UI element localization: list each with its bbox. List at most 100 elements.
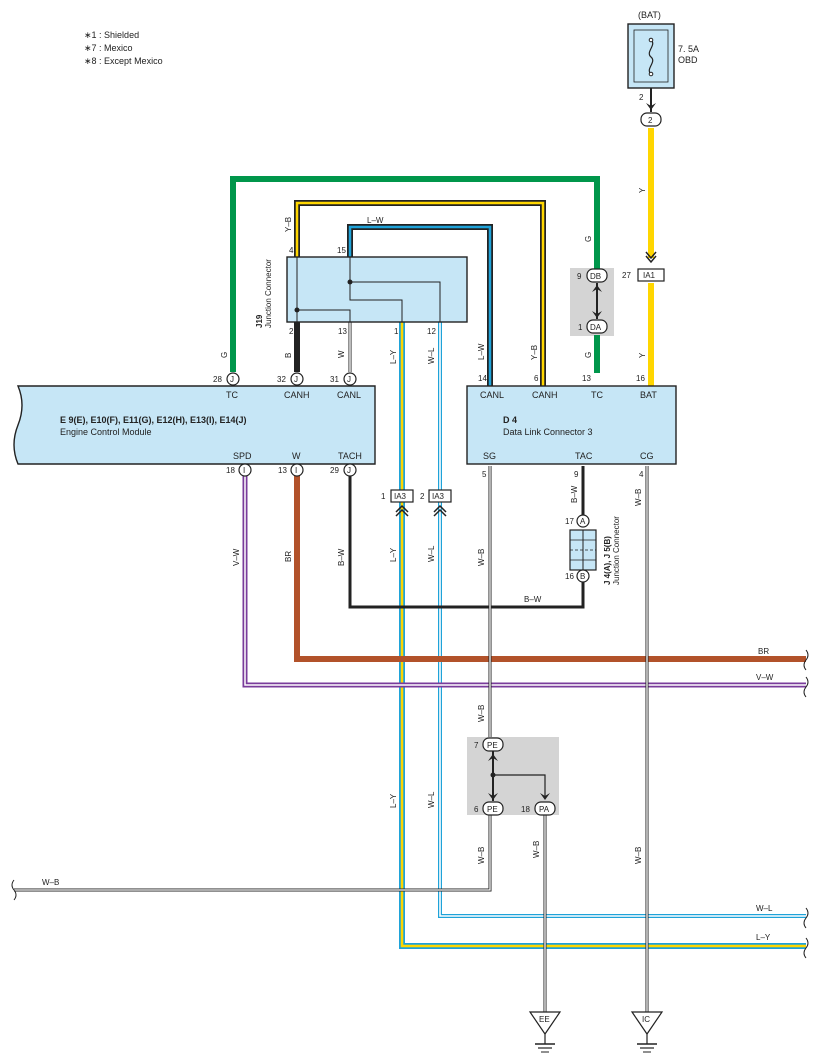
ecm-conn-canh: J xyxy=(294,375,298,384)
ecm-conn-canl: J xyxy=(347,375,351,384)
ecm-term-w: W xyxy=(292,451,301,461)
ecm-term-canl: CANL xyxy=(337,390,361,400)
ground-ee: EE xyxy=(528,1011,562,1053)
label-br-w: BR xyxy=(284,551,293,562)
label-b-canh: B xyxy=(284,353,293,358)
legend: ∗1 : Shielded ∗7 : Mexico ∗8 : Except Me… xyxy=(84,30,163,66)
label-lw-dlc: L–W xyxy=(477,343,486,360)
j19-pin-4: 4 xyxy=(289,246,294,255)
dlc-term-bat: BAT xyxy=(640,390,657,400)
ecm-pin-canh: 32 xyxy=(277,375,286,384)
engine-control-module xyxy=(13,385,376,465)
dlc-term-tac: TAC xyxy=(575,451,593,461)
dlc-pin-canh: 6 xyxy=(534,374,539,383)
fuse-source: (BAT) xyxy=(638,10,661,20)
j4-pin-16: 16 xyxy=(565,572,574,581)
dlc-term-cg: CG xyxy=(640,451,654,461)
dlc-term-sg: SG xyxy=(483,451,496,461)
label-w-canl: W xyxy=(337,350,346,358)
j19-pin-12: 12 xyxy=(427,327,436,336)
wire-labels: G G G Y Y Y–B Y–B L–W L–W B W L–Y W–L L–… xyxy=(42,187,774,942)
ecm-term-tach: TACH xyxy=(338,451,362,461)
j19-pin-15: 15 xyxy=(337,246,346,255)
bus-end-br xyxy=(803,649,809,671)
j19-name: Junction Connector xyxy=(264,259,273,328)
label-y-fuse: Y xyxy=(638,187,647,193)
wire-wb-left-outer xyxy=(14,815,492,892)
label-right-wl: W–L xyxy=(756,904,773,913)
fuse-rating: 7. 5A xyxy=(678,44,699,54)
ground-ee-label: EE xyxy=(539,1015,550,1024)
ecm-pin-w: 13 xyxy=(278,466,287,475)
ia3-2-arrow-icon xyxy=(433,504,447,517)
ecm-conn-tc: J xyxy=(230,375,234,384)
dlc-pin-bat: 16 xyxy=(636,374,645,383)
label-left-wb: W–B xyxy=(42,878,59,887)
ecm-pin-tc: 28 xyxy=(213,375,222,384)
junction-connector-j19 xyxy=(286,256,468,323)
wire-br xyxy=(294,475,806,662)
fuse-name: OBD xyxy=(678,55,698,65)
label-bw-tach: B–W xyxy=(337,548,346,566)
dlc-name: Data Link Connector 3 xyxy=(503,427,593,437)
legend-item-except-mexico: ∗8 : Except Mexico xyxy=(84,56,163,66)
ecm-term-canh: CANH xyxy=(284,390,310,400)
wire-green-tc xyxy=(230,176,600,372)
legend-item-shielded: ∗1 : Shielded xyxy=(84,30,139,40)
j4-conn-a: A xyxy=(580,517,586,526)
fuse-box-inner xyxy=(633,29,669,83)
j4-conn-b: B xyxy=(580,572,585,581)
label-bw-horiz: B–W xyxy=(524,595,542,604)
bus-end-vw xyxy=(803,676,809,698)
data-link-connector-3 xyxy=(466,385,677,465)
connector-db-code: DB xyxy=(590,272,601,281)
dlc-term-tc: TC xyxy=(591,390,603,400)
label-wl-mid: W–L xyxy=(427,347,436,364)
j4-pin-17: 17 xyxy=(565,517,574,526)
j19-pin-13: 13 xyxy=(338,327,347,336)
ecm-conn-tach: J xyxy=(347,466,351,475)
connector-ia3-1-code: IA3 xyxy=(394,492,407,501)
connector-db xyxy=(586,268,608,283)
label-wb-pa: W–B xyxy=(532,841,541,858)
ecm-conn-spd: I xyxy=(243,466,245,475)
ecm-pin-tach-connector xyxy=(343,463,357,477)
connector-db-pin: 9 xyxy=(577,272,582,281)
fuse-connector-code: 2 xyxy=(648,116,653,125)
connector-ia3-1-pin: 1 xyxy=(381,492,386,501)
label-right-br: BR xyxy=(758,647,769,656)
ground-ee-icon xyxy=(528,1011,562,1036)
legend-item-mexico: ∗7 : Mexico xyxy=(84,43,133,53)
dlc-term-canh: CANH xyxy=(532,390,558,400)
bus-end-wb-left xyxy=(11,879,17,901)
dlc-term-canl: CANL xyxy=(480,390,504,400)
ecm-conn-w: I xyxy=(295,466,297,475)
j19-pin-2: 2 xyxy=(289,327,294,336)
ia1-arrow-icon xyxy=(645,251,657,264)
bus-end-ly xyxy=(803,937,809,959)
wire-wb-left-core xyxy=(14,815,491,891)
label-g-db: G xyxy=(584,236,593,242)
label-right-ly: L–Y xyxy=(756,933,771,942)
label-ly-mid: L–Y xyxy=(389,349,398,364)
connector-ia3-1 xyxy=(390,489,414,503)
label-wb-cg2: W–B xyxy=(634,847,643,864)
fuse-arrow-icon xyxy=(646,103,656,110)
connector-ia1-code: IA1 xyxy=(643,271,656,280)
connector-ia3-2-pin: 2 xyxy=(420,492,425,501)
fuse-icon xyxy=(648,39,654,75)
connector-da-code: DA xyxy=(590,323,602,332)
j19-id: J19 xyxy=(255,314,264,328)
ground-ic-label: IC xyxy=(642,1015,650,1024)
ecm-pin-canh-connector xyxy=(290,372,304,386)
connector-pa-pin: 18 xyxy=(521,805,530,814)
ecm-title: E 9(E), E10(F), E11(G), E12(H), E13(I), … xyxy=(60,415,247,425)
label-wb-cg: W–B xyxy=(634,489,643,506)
db-arrow-icon xyxy=(592,285,602,292)
ecm-term-spd: SPD xyxy=(233,451,252,461)
wire-ly-core xyxy=(400,322,806,948)
fuse-box xyxy=(627,23,675,89)
pa-arrow-icon xyxy=(540,793,550,800)
ground-ic: IC xyxy=(630,1011,664,1053)
